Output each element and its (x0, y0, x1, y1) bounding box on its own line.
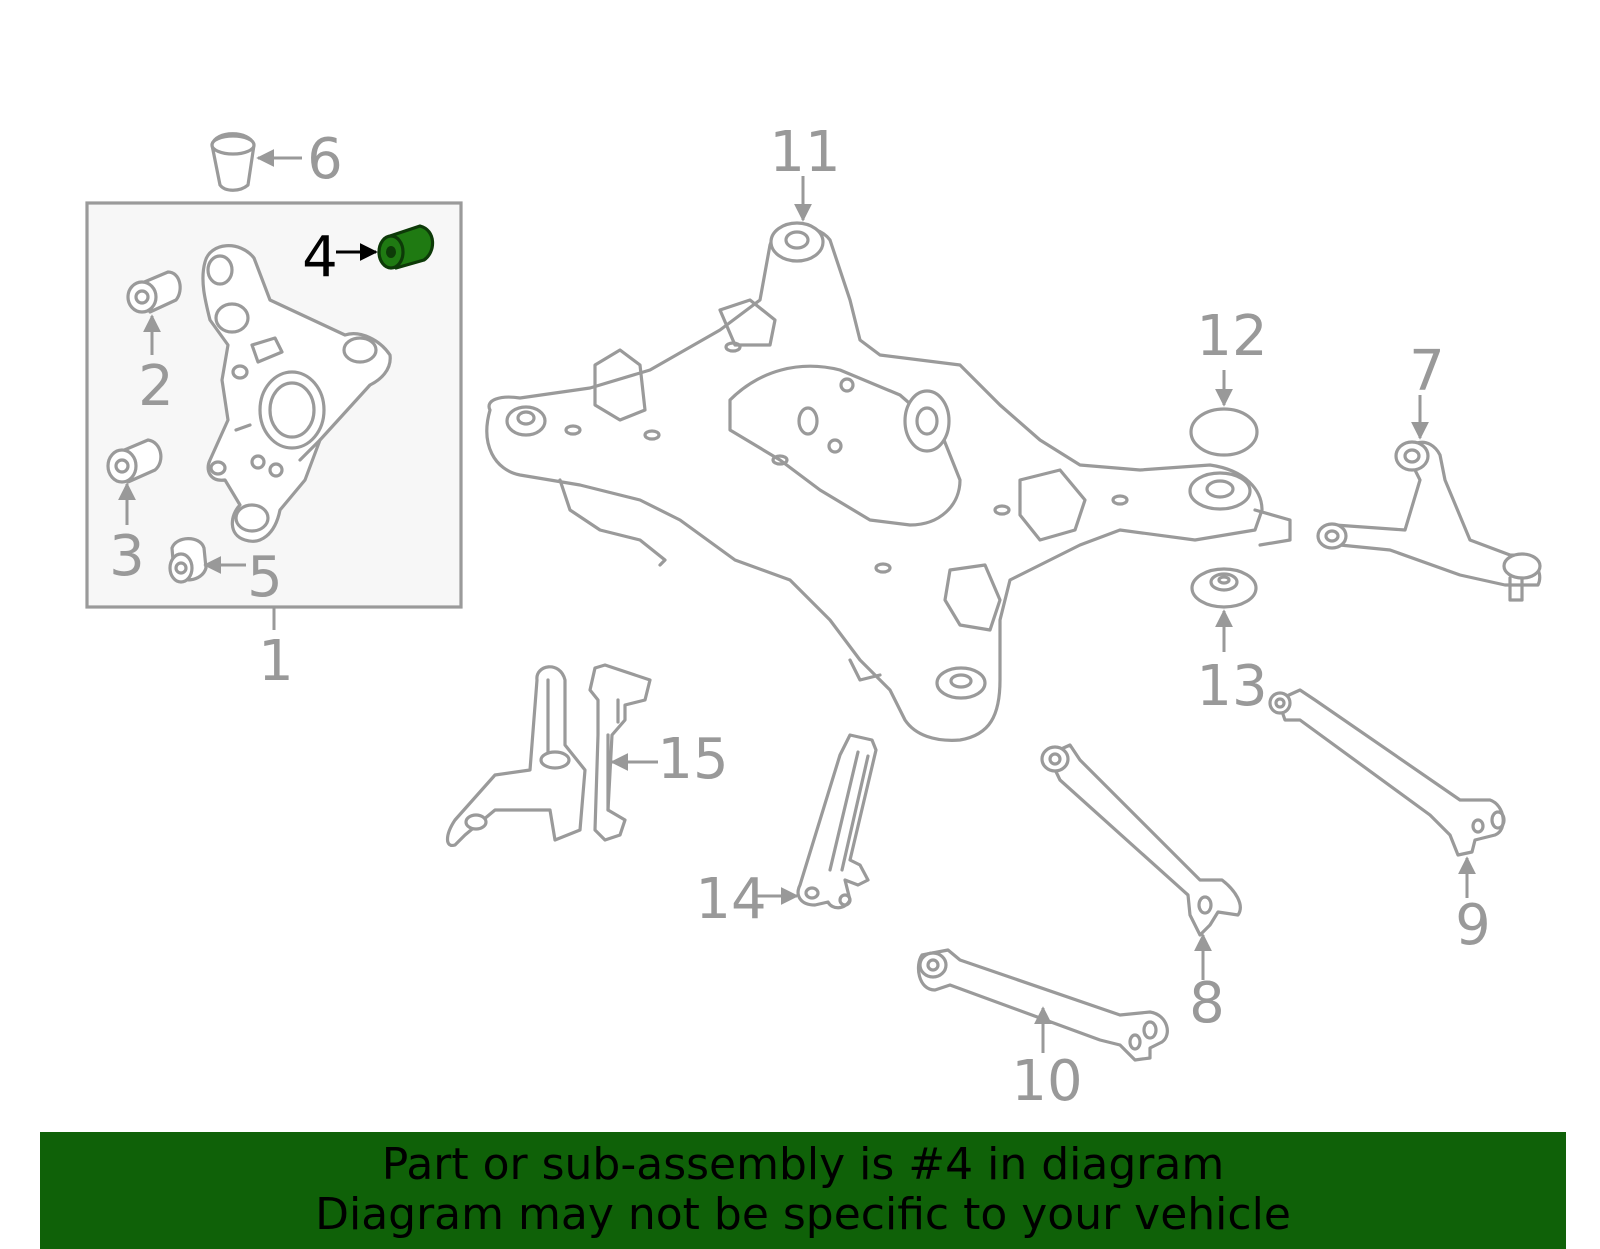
banner-line-part-number: Part or sub-assembly is #4 in diagram (381, 1139, 1225, 1190)
callout-3: 3 (109, 524, 145, 589)
height-sensor-15-part[interactable] (445, 663, 652, 847)
callout-1: 1 (258, 629, 294, 694)
callout-9: 9 (1455, 893, 1491, 958)
callout-13: 13 (1196, 654, 1267, 719)
banner-line-disclaimer: Diagram may not be specific to your vehi… (315, 1189, 1291, 1240)
bushing-4-highlighted-part[interactable] (377, 224, 435, 270)
callout-10: 10 (1011, 1049, 1082, 1114)
part-notice-banner: Part or sub-assembly is #4 in diagram Di… (40, 1132, 1566, 1249)
bump-stop-6-part[interactable] (210, 132, 256, 192)
callout-11: 11 (769, 120, 840, 185)
bracket-14-part[interactable] (796, 733, 878, 910)
callout-6: 6 (307, 127, 343, 192)
callout-12: 12 (1196, 304, 1267, 369)
gasket-ring-12-part[interactable] (1189, 407, 1259, 457)
washer-13-part[interactable] (1190, 567, 1258, 609)
callout-14: 14 (695, 867, 766, 932)
callout-2: 2 (138, 354, 174, 419)
callout-4-highlighted: 4 (302, 225, 338, 290)
bushing-2-part[interactable] (126, 270, 182, 314)
lateral-link-9-part[interactable] (1268, 688, 1506, 857)
bushing-3-part[interactable] (106, 438, 163, 484)
callout-5: 5 (247, 545, 283, 610)
lateral-link-8-part[interactable] (1040, 743, 1242, 937)
lateral-link-10-part[interactable] (916, 948, 1169, 1062)
bushing-5-part[interactable] (168, 537, 208, 584)
crossmember-subframe-part[interactable] (485, 221, 1292, 742)
callout-15: 15 (657, 727, 728, 792)
knuckle-assembly-group[interactable] (85, 201, 463, 630)
upper-control-arm-7-part[interactable] (1316, 440, 1542, 602)
callout-7: 7 (1409, 339, 1445, 404)
knuckle-part[interactable] (201, 244, 392, 543)
callout-8: 8 (1189, 971, 1225, 1036)
